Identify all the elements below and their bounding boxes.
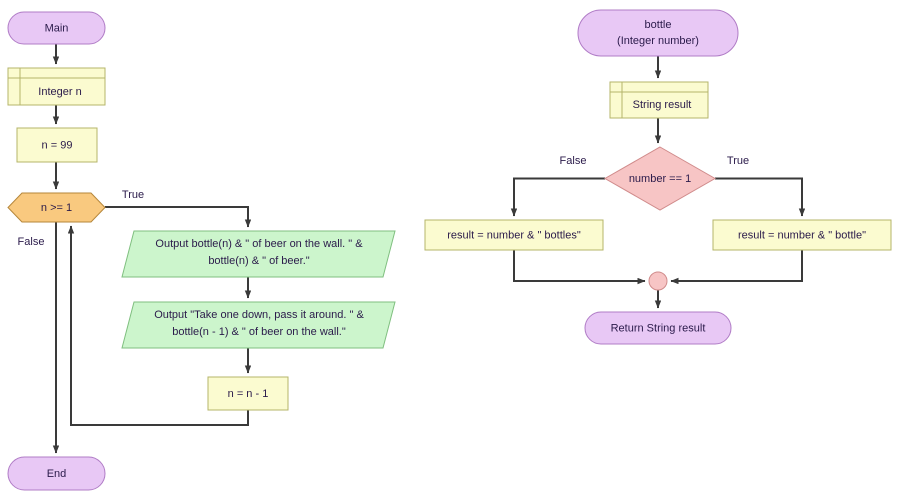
edge-label-bottle-false: False <box>560 155 587 167</box>
edge-singular-to-merge <box>670 250 803 285</box>
node-return-string-result[interactable]: Return String result <box>584 311 732 345</box>
node-bottle-condition[interactable]: number == 1 <box>603 146 717 211</box>
edge-decrement-loopback-to-condition <box>67 225 249 426</box>
node-declare-string-result-label: String result <box>633 99 692 111</box>
node-loop-condition[interactable]: n >= 1 <box>7 192 106 223</box>
node-assign-n-99[interactable]: n = 99 <box>16 127 98 163</box>
node-assign-n-99-label: n = 99 <box>42 139 73 151</box>
edge-label-bottle-true: True <box>727 155 749 167</box>
node-result-plural-label: result = number & " bottles" <box>447 229 581 241</box>
node-declare-integer-n[interactable]: Integer n <box>7 67 106 106</box>
edge-plural-to-merge <box>513 250 646 285</box>
edge-label-main-false: False <box>18 236 45 248</box>
node-loop-condition-label: n >= 1 <box>41 202 72 214</box>
node-bottle-start[interactable]: bottle (Integer number) <box>577 9 739 57</box>
edge-label-main-true: True <box>122 189 144 201</box>
node-result-singular[interactable]: result = number & " bottle" <box>712 219 892 251</box>
bottle-function-edges <box>510 56 806 309</box>
node-main-end[interactable]: End <box>7 456 106 491</box>
node-output-take-one-down-line2: bottle(n - 1) & " of beer on the wall." <box>172 326 346 338</box>
node-declare-string-result[interactable]: String result <box>609 81 709 119</box>
node-result-singular-label: result = number & " bottle" <box>738 229 866 241</box>
node-output-take-one-down[interactable]: Output "Take one down, pass it around. "… <box>121 301 396 349</box>
node-output-bottles-on-wall-line2: bottle(n) & " of beer." <box>208 255 309 267</box>
node-result-plural[interactable]: result = number & " bottles" <box>424 219 604 251</box>
node-main-start[interactable]: Main <box>7 11 106 45</box>
node-decrement-n[interactable]: n = n - 1 <box>207 376 289 411</box>
node-decrement-n-label: n = n - 1 <box>228 388 269 400</box>
edge-bottle-false-to-plural <box>510 177 605 217</box>
node-output-bottles-on-wall[interactable]: Output bottle(n) & " of beer on the wall… <box>121 230 396 278</box>
node-bottle-start-line1: bottle <box>645 19 672 31</box>
node-return-string-result-label: Return String result <box>611 322 706 334</box>
node-main-start-label: Main <box>45 22 69 34</box>
edge-condition-true-to-output1 <box>105 206 252 228</box>
node-bottle-start-line2: (Integer number) <box>617 35 699 47</box>
node-merge-point <box>648 271 668 291</box>
edge-bottle-true-to-singular <box>715 177 806 217</box>
node-output-bottles-on-wall-line1: Output bottle(n) & " of beer on the wall… <box>155 238 363 250</box>
node-bottle-condition-label: number == 1 <box>629 173 691 185</box>
bottle-function-group: bottle (Integer number) String result nu… <box>424 9 892 345</box>
node-declare-integer-n-label: Integer n <box>38 86 81 98</box>
main-flow-edges <box>52 44 252 454</box>
main-flow-group: Main Integer n n = 99 n >= 1 True False <box>7 11 396 491</box>
node-main-end-label: End <box>47 468 67 480</box>
node-output-take-one-down-line1: Output "Take one down, pass it around. "… <box>154 309 364 321</box>
